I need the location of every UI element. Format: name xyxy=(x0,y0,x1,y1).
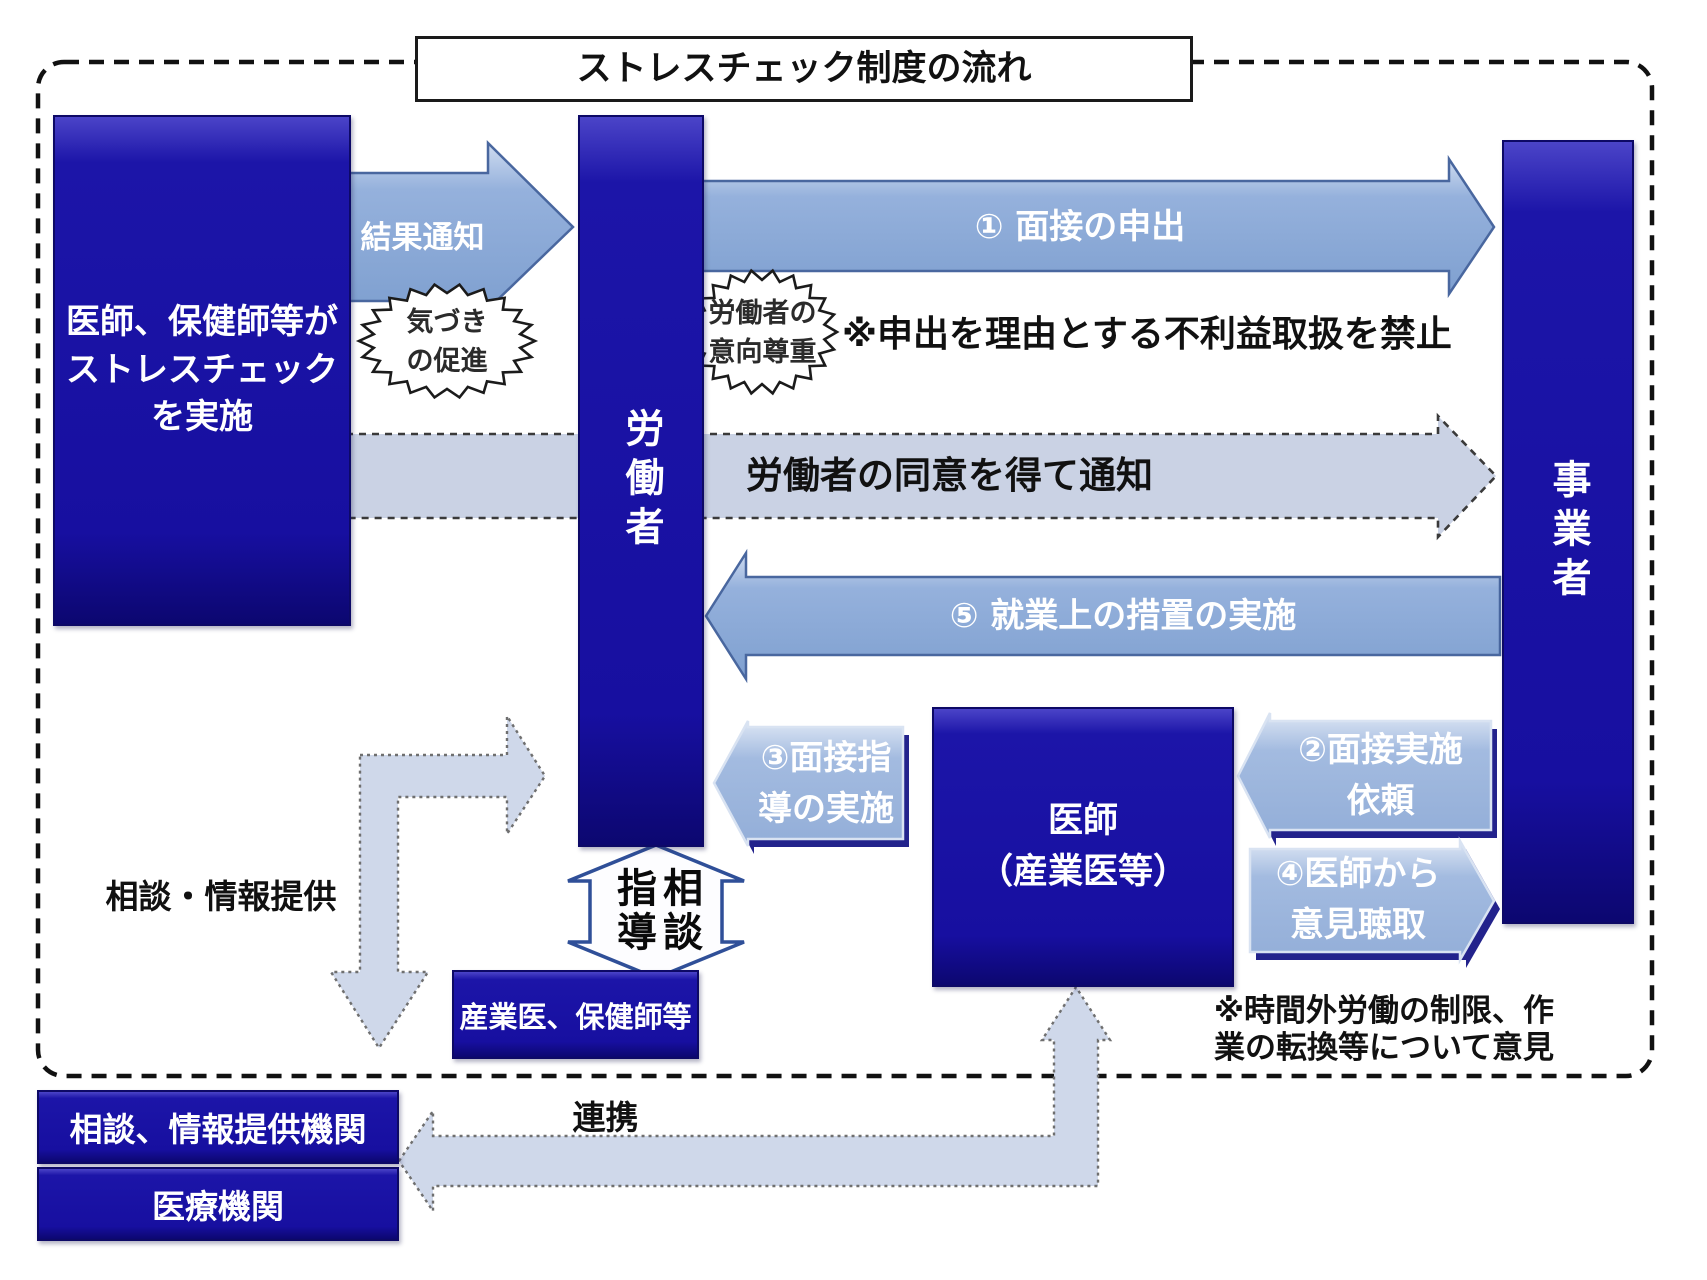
doctor-opinion-label: ④医師から 意見聴取 xyxy=(1275,854,1441,945)
interview-order-arrow xyxy=(1236,712,1493,839)
note-opinion-contents: ※時間外労働の制限、作 業の転換等について意見 xyxy=(1213,992,1555,1066)
consult-info-label: 相談・情報提供 xyxy=(105,877,337,917)
cooperation-label: 連携 xyxy=(572,1098,639,1138)
box-consult-org: 相談、情報提供機関 xyxy=(37,1090,399,1164)
awareness-burst xyxy=(355,282,539,400)
consent-notice-label: 労働者の同意を得て通知 xyxy=(746,454,1153,498)
guidance-label: 指導 xyxy=(610,867,656,955)
consult-info-arrow xyxy=(328,711,547,1051)
box-doctor: 医師 （産業医等） xyxy=(932,707,1234,987)
box-occupational-doctor: 産業医、保健師等 xyxy=(452,970,699,1059)
interview-guidance-label: ③面接指 導の実施 xyxy=(758,738,894,829)
interview-request-arrow xyxy=(700,154,1496,299)
work-measures-label: ⑤ 就業上の措置の実施 xyxy=(949,595,1297,636)
worker-intent-burst-label: 労働者の 意向尊重 xyxy=(708,297,817,368)
box-implementer: 医師、保健師等が ストレスチェック を実施 xyxy=(53,115,351,626)
interview-guidance-arrow xyxy=(712,720,905,847)
box-worker: 労働者 xyxy=(578,115,704,847)
result-notice-arrow xyxy=(347,140,575,312)
box-medical-org: 医療機関 xyxy=(37,1167,399,1241)
interview-request-label: ① 面接の申出 xyxy=(974,206,1186,247)
doctor-opinion-arrow xyxy=(1248,836,1496,965)
guidance-consult-labels: 指導 相談 xyxy=(588,856,724,966)
result-notice-label: 結果通知 xyxy=(360,219,485,256)
note-no-disadvantage: ※申出を理由とする不利益取扱を禁止 xyxy=(842,314,1452,355)
box-employer: 事業者 xyxy=(1502,140,1634,924)
interview-order-label: ②面接実施 依頼 xyxy=(1298,730,1463,821)
work-measures-arrow xyxy=(704,548,1502,684)
awareness-burst-label: 気づき の促進 xyxy=(406,306,488,377)
cooperation-arrow xyxy=(397,984,1113,1215)
consult-label: 相談 xyxy=(656,867,702,955)
page-title: ストレスチェック制度の流れ xyxy=(415,36,1193,102)
